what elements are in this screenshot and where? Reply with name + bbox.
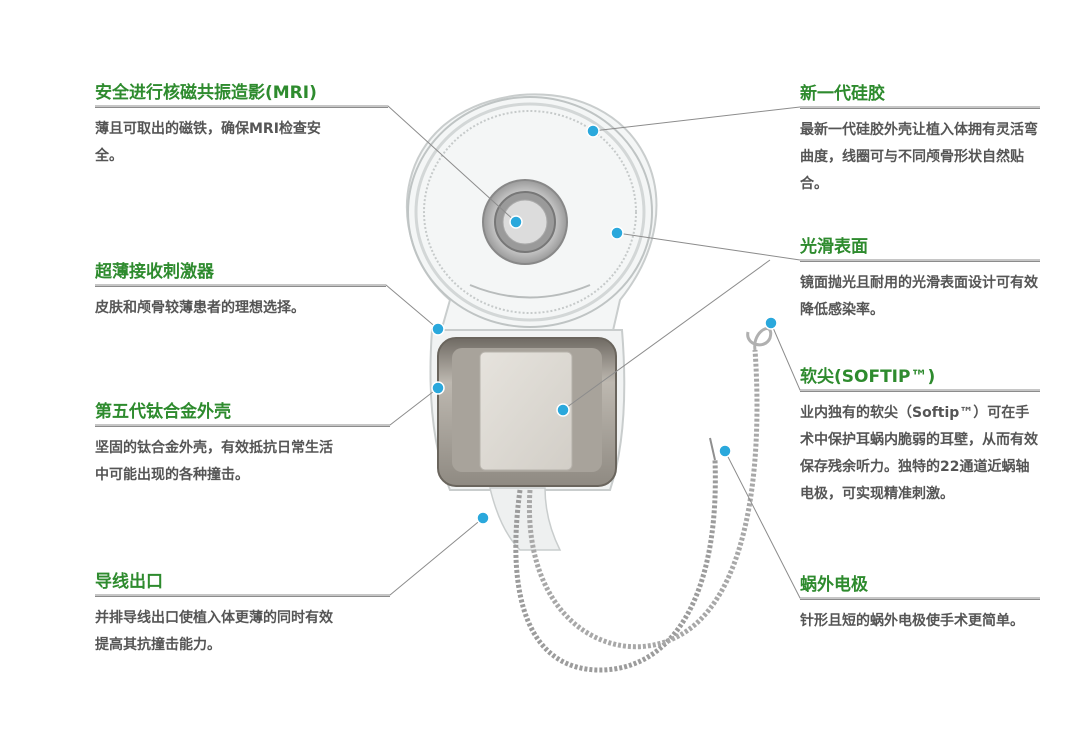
marker-silicone <box>586 124 600 138</box>
callout-mri-desc: 薄且可取出的磁铁，确保MRI检查安全。 <box>95 121 321 164</box>
callout-receiver-title: 超薄接收刺激器 <box>95 262 214 282</box>
receiver-coil <box>407 96 653 328</box>
callout-receiver-rule <box>95 286 386 287</box>
callout-housing: 第五代钛合金外壳 坚固的钛合金外壳，有效抵抗日常生活中可能出现的各种撞击。 <box>95 401 390 489</box>
callout-receiver-desc: 皮肤和颅骨较薄患者的理想选择。 <box>95 300 305 316</box>
marker-softip <box>764 316 778 330</box>
callout-softip-title: 软尖(SOFTIP™) <box>800 367 936 387</box>
callout-surface-desc: 镜面抛光且耐用的光滑表面设计可有效降低感染率。 <box>800 275 1038 318</box>
callout-housing-rule <box>95 426 390 427</box>
marker-mri <box>509 215 523 229</box>
callout-softip-desc: 业内独有的软尖（Softip™）可在手术中保护耳蜗内脆弱的耳壁，从而有效保存残余… <box>800 405 1038 502</box>
leader-lines <box>95 105 1040 599</box>
callout-lead-exit-desc: 并排导线出口使植入体更薄的同时有效提高其抗撞击能力。 <box>95 610 333 653</box>
titanium-housing <box>437 337 617 487</box>
callout-surface: 光滑表面 镜面抛光且耐用的光滑表面设计可有效降低感染率。 <box>800 236 1040 324</box>
magnet <box>482 179 568 265</box>
marker-surface-housing <box>556 403 570 417</box>
marker-lead-exit <box>476 511 490 525</box>
callout-mri-title: 安全进行核磁共振造影(MRI) <box>95 83 317 103</box>
callout-extracochlear-rule <box>800 599 1040 600</box>
callout-mri: 安全进行核磁共振造影(MRI) 薄且可取出的磁铁，确保MRI检查安全。 <box>95 82 388 170</box>
callout-surface-rule <box>800 261 1040 262</box>
marker-receiver <box>431 322 445 336</box>
callout-silicone-rule <box>800 108 1040 109</box>
marker-extracochlear <box>718 444 732 458</box>
callout-surface-title: 光滑表面 <box>800 237 868 257</box>
callout-extracochlear-desc: 针形且短的蜗外电极使手术更简单。 <box>800 613 1024 629</box>
callout-silicone-desc: 最新一代硅胶外壳让植入体拥有灵活弯曲度，线圈可与不同颅骨形状自然贴合。 <box>800 122 1038 192</box>
callout-mri-rule <box>95 107 388 108</box>
callout-housing-title: 第五代钛合金外壳 <box>95 402 231 422</box>
callout-extracochlear: 蜗外电极 针形且短的蜗外电极使手术更简单。 <box>800 574 1040 635</box>
callout-lead-exit-rule <box>95 596 390 597</box>
callout-silicone: 新一代硅胶 最新一代硅胶外壳让植入体拥有灵活弯曲度，线圈可与不同颅骨形状自然贴合… <box>800 83 1040 198</box>
lead-exit <box>489 487 562 551</box>
callout-softip-rule <box>800 391 1040 392</box>
callout-silicone-title: 新一代硅胶 <box>800 84 885 104</box>
callout-softip: 软尖(SOFTIP™) 业内独有的软尖（Softip™）可在手术中保护耳蜗内脆弱… <box>800 366 1040 508</box>
electrode-leads <box>513 327 773 673</box>
callout-extracochlear-title: 蜗外电极 <box>800 575 868 595</box>
marker-surface <box>610 226 624 240</box>
callout-receiver: 超薄接收刺激器 皮肤和颅骨较薄患者的理想选择。 <box>95 261 386 322</box>
marker-housing <box>431 381 445 395</box>
callout-housing-desc: 坚固的钛合金外壳，有效抵抗日常生活中可能出现的各种撞击。 <box>95 440 333 483</box>
callout-lead-exit-title: 导线出口 <box>95 572 163 592</box>
callout-lead-exit: 导线出口 并排导线出口使植入体更薄的同时有效提高其抗撞击能力。 <box>95 571 390 659</box>
